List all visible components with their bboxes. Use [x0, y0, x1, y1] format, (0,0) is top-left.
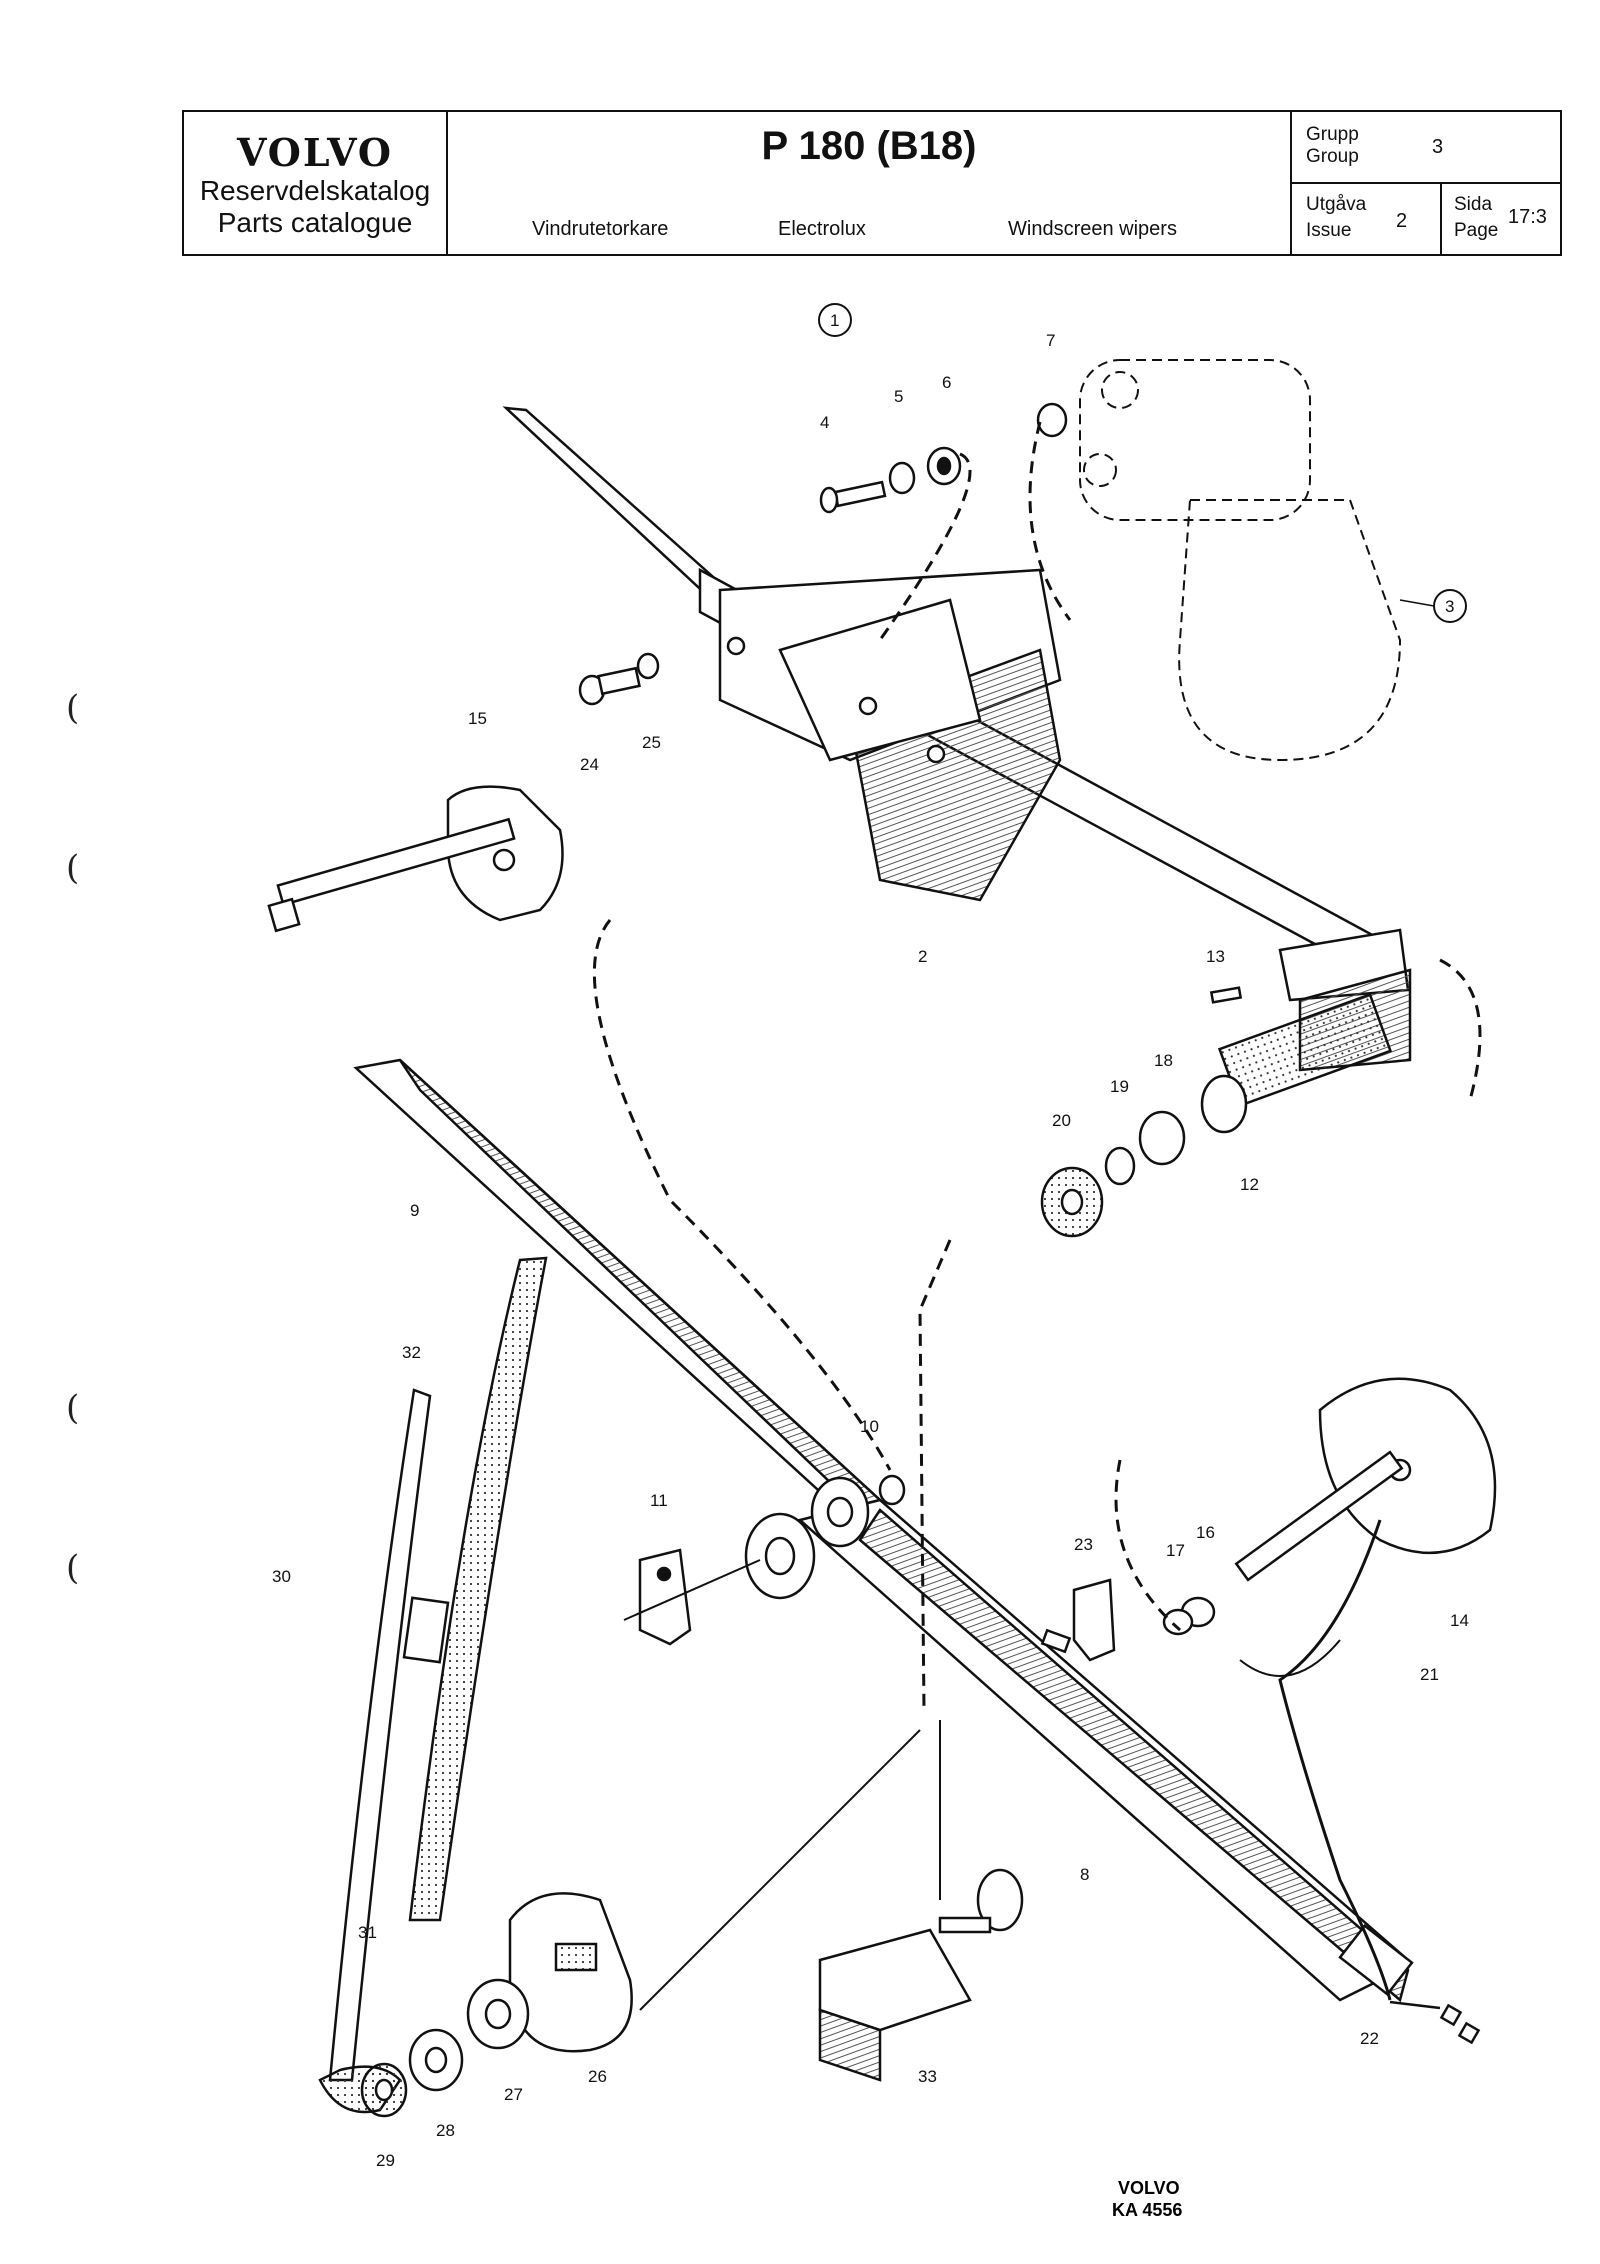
- callout-21: 21: [1420, 1665, 1439, 1684]
- margin-bracket: (: [66, 1388, 80, 1428]
- page-value: 17:3: [1508, 206, 1547, 228]
- callout-24: 24: [580, 755, 599, 774]
- callout-33: 33: [918, 2067, 937, 2086]
- cable-end-nuts: [1389, 2000, 1481, 2045]
- margin-bracket: (: [66, 848, 80, 888]
- brand-cell: VOLVO Reservdelskatalog Parts catalogue: [184, 112, 448, 254]
- model-cell: P 180 (B18) Vindrutetorkare Electrolux W…: [448, 112, 1292, 254]
- subtitle-en: Windscreen wipers: [1008, 218, 1177, 240]
- callout-9: 9: [410, 1201, 419, 1220]
- circled-callouts: 1 3: [818, 303, 1467, 623]
- callout-2: 2: [918, 947, 927, 966]
- meta-cell: Grupp Group 3 Utgåva Issue 2 Sida Page 1…: [1292, 112, 1562, 256]
- callout-labels: 4 5 6 7 15 24 25 2 13 18 19 20 12 9 32 1…: [272, 331, 1469, 2170]
- group-box: Grupp Group 3: [1292, 112, 1562, 184]
- page-box: Sida Page 17:3: [1442, 184, 1562, 256]
- issue-value: 2: [1396, 210, 1408, 232]
- issue-label-sv: Utgåva: [1306, 194, 1367, 215]
- spindle-housing: [1040, 986, 1393, 1238]
- crank-arm-left: [267, 785, 564, 933]
- retaining-clip: [638, 1548, 692, 1646]
- wiper-channel-tube: [353, 1058, 1414, 2003]
- subtitle-maker: Electrolux: [778, 218, 866, 240]
- model-title: P 180 (B18): [761, 124, 977, 168]
- callout-28: 28: [436, 2121, 455, 2140]
- callout-10: 10: [860, 1417, 879, 1436]
- callout-8: 8: [1080, 1865, 1089, 1884]
- callout-17: 17: [1166, 1541, 1185, 1560]
- callout-26: 26: [588, 2067, 607, 2086]
- callout-27: 27: [504, 2085, 523, 2104]
- subtitle-sv: Vindrutetorkare: [532, 218, 669, 240]
- group-value: 3: [1432, 136, 1444, 158]
- callout-13: 13: [1206, 947, 1225, 966]
- callout-20: 20: [1052, 1111, 1071, 1130]
- callout-19: 19: [1110, 1077, 1129, 1096]
- limit-switch: [1040, 1578, 1116, 1662]
- issue-label-en: Issue: [1306, 220, 1352, 241]
- callout-12: 12: [1240, 1175, 1259, 1194]
- callout-22: 22: [1360, 2029, 1379, 2048]
- group-label-sv: Grupp: [1306, 124, 1359, 145]
- circled-1: 1: [830, 311, 839, 330]
- issue-box: Utgåva Issue 2: [1292, 184, 1442, 256]
- callout-14: 14: [1450, 1611, 1469, 1630]
- wiper-switch: [818, 1868, 1024, 2082]
- callout-30: 30: [272, 1567, 291, 1586]
- callout-23: 23: [1074, 1535, 1093, 1554]
- callout-7: 7: [1046, 331, 1055, 350]
- callout-4: 4: [820, 413, 829, 432]
- callout-18: 18: [1154, 1051, 1173, 1070]
- catalog-title-sv: Reservdelskatalog: [199, 175, 431, 206]
- catalog-title-en: Parts catalogue: [217, 207, 413, 238]
- callout-25: 25: [642, 733, 661, 752]
- callout-31: 31: [358, 1923, 377, 1942]
- assembly-lines-solid: [623, 1559, 1341, 2011]
- spindle-cover-set: [360, 1892, 633, 2118]
- assembly-lines: [592, 421, 1482, 1711]
- fastener-set-top: [578, 402, 1068, 706]
- volvo-logo: VOLVO: [236, 130, 394, 175]
- page-label-sv: Sida: [1454, 194, 1493, 215]
- drive-cable: [1278, 1519, 1392, 2001]
- margin-bracket: (: [66, 688, 80, 728]
- callout-11: 11: [650, 1491, 668, 1510]
- group-label-en: Group: [1306, 146, 1359, 167]
- footer-ref: KA 4556: [1112, 2200, 1182, 2220]
- page-label-en: Page: [1454, 220, 1499, 241]
- callout-5: 5: [894, 387, 903, 406]
- callout-16: 16: [1196, 1523, 1215, 1542]
- crank-arm-right: [1162, 1377, 1497, 1636]
- margin-bracket: (: [66, 1548, 80, 1588]
- mounting-bracket: [502, 406, 1412, 1072]
- callout-6: 6: [942, 373, 951, 392]
- callout-32: 32: [402, 1343, 421, 1362]
- catalog-header: VOLVO Reservdelskatalog Parts catalogue …: [182, 110, 1562, 256]
- footer-brand: VOLVO: [1118, 2178, 1180, 2198]
- circled-3: 3: [1445, 597, 1454, 616]
- callout-15: 15: [468, 709, 487, 728]
- callout-29: 29: [376, 2151, 395, 2170]
- wiper-motor: [1079, 359, 1402, 762]
